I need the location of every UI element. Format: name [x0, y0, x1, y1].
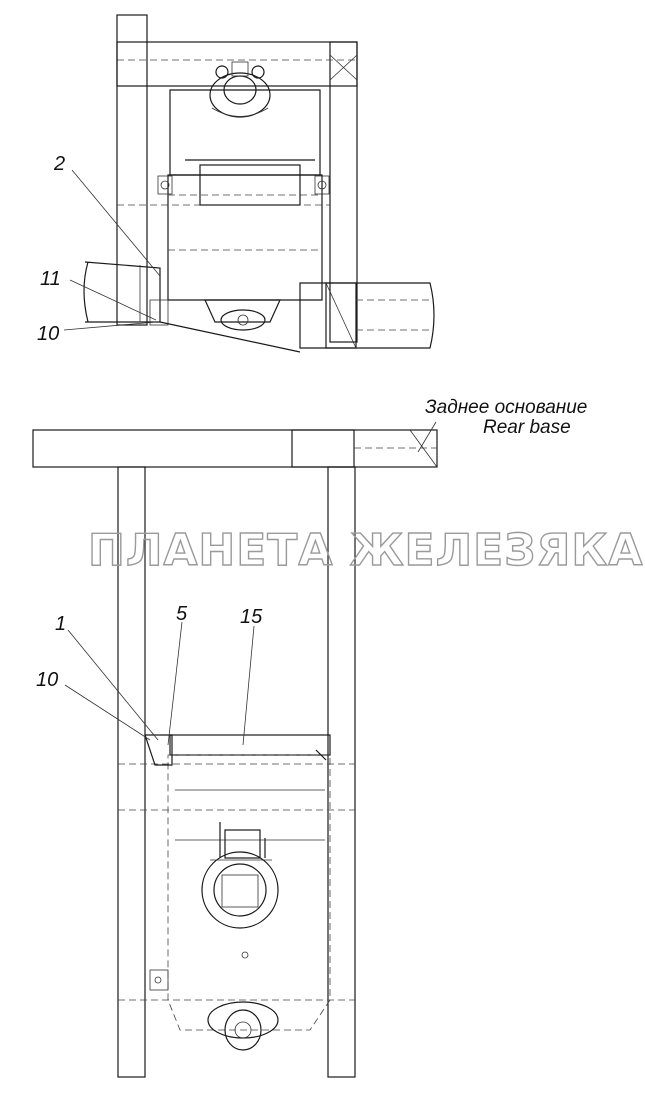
rear-base-label-en: Rear base [483, 417, 571, 438]
bottom-brackets [144, 734, 173, 991]
bottom-tank-body [167, 734, 331, 1031]
callout-10-bottom: 10 [36, 669, 58, 691]
bottom-filler-neck [201, 822, 279, 929]
callout-11: 11 [40, 268, 61, 290]
top-drain-fitting [204, 299, 281, 331]
bottom-leaders [64, 421, 437, 746]
rear-base-beam [32, 429, 438, 468]
callout-5: 5 [176, 603, 188, 625]
top-leaders [63, 169, 161, 331]
watermark: ПЛАНЕТА ЖЕЛЕЗЯКА [88, 525, 643, 576]
top-view: 2 11 10 [37, 14, 435, 353]
rear-base-label-ru: Заднее основание [425, 397, 587, 418]
top-filler-cap [209, 61, 271, 118]
top-rear-member [299, 282, 435, 349]
bottom-drain-valve [207, 951, 279, 1051]
callout-15: 15 [240, 606, 263, 628]
callout-1: 1 [55, 613, 66, 635]
top-frame-rails [116, 14, 358, 343]
top-crossbar [116, 41, 358, 87]
top-tank-body [157, 89, 330, 301]
callout-10-top: 10 [37, 323, 59, 345]
bottom-view: 1 5 15 10 Заднее основание Rear base [32, 397, 587, 1078]
bottom-frame-rails [117, 466, 356, 1078]
callout-2: 2 [53, 153, 65, 175]
